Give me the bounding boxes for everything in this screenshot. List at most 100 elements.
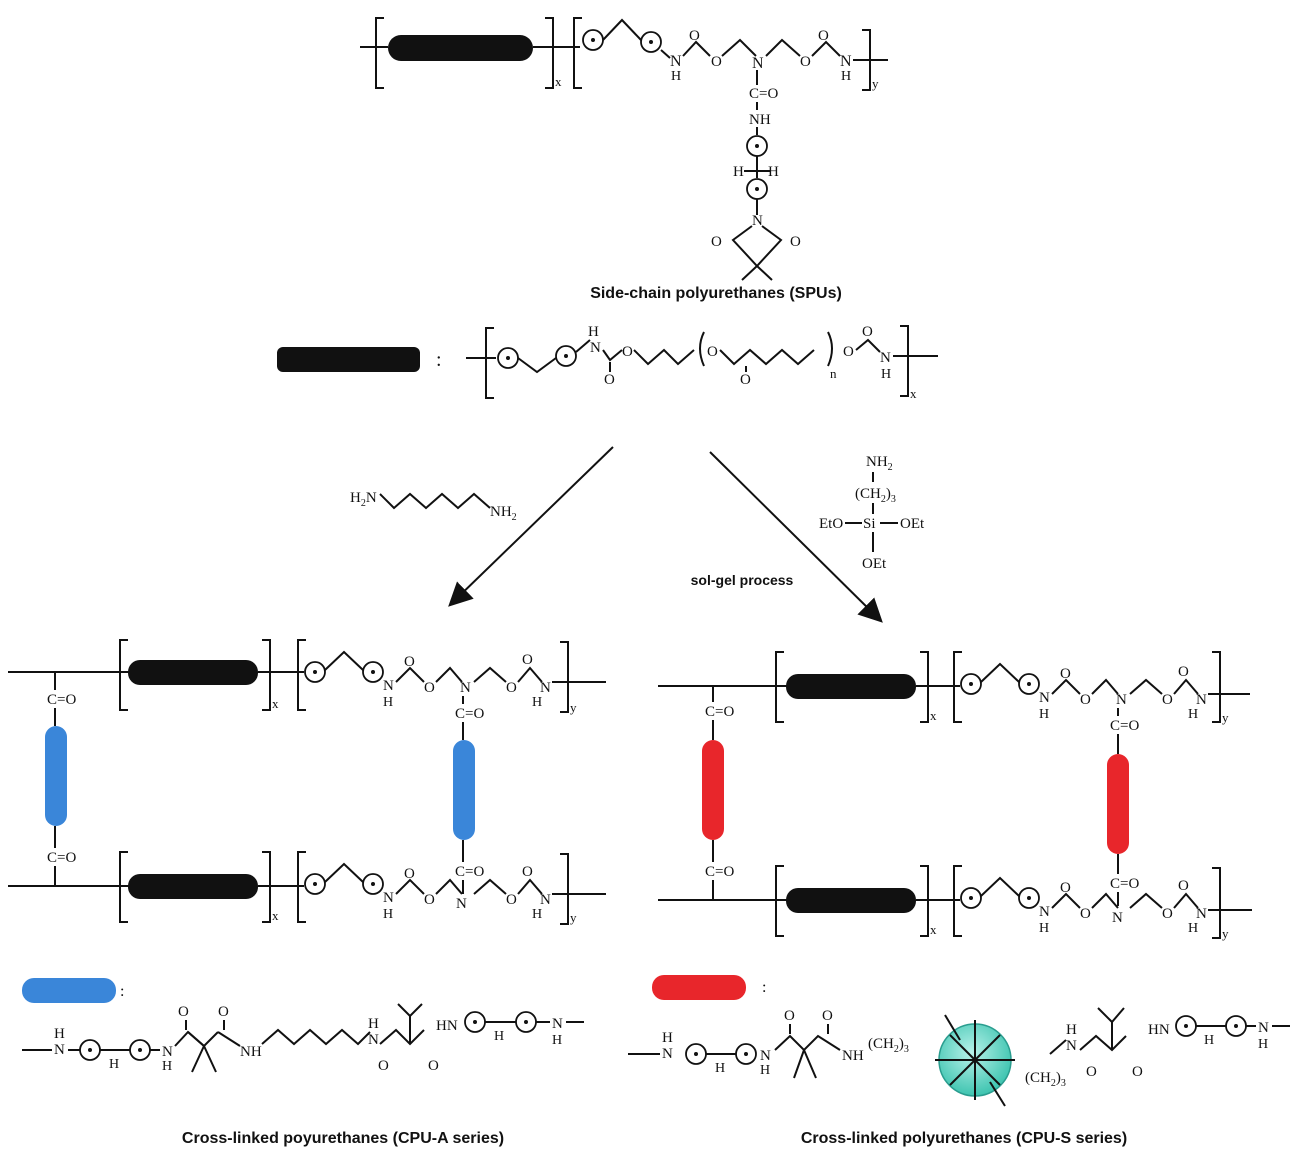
atom-o: O	[800, 54, 811, 70]
spu-caption: Side-chain polyurethanes (SPUs)	[590, 285, 842, 302]
atom-h: H	[494, 1029, 504, 1044]
atom-n: N	[590, 340, 601, 356]
atom-h: H	[733, 164, 744, 180]
atom-h: H	[552, 1033, 562, 1048]
svg-text:(CH2)3: (CH2)3	[1025, 1070, 1066, 1089]
atom-n: N	[1039, 904, 1050, 920]
silicon-label: Si	[863, 516, 876, 532]
arrow-to-cpu-s	[709, 451, 883, 623]
atom-o: O	[707, 344, 718, 360]
atom-n: N	[880, 350, 891, 366]
atom-o: O	[822, 1008, 833, 1024]
atom-h: H	[532, 907, 542, 922]
soft-segment-legend-block	[277, 347, 420, 372]
atom-nh: NH	[749, 112, 771, 128]
subscript-x: x	[930, 922, 937, 937]
atom-n: N	[1116, 692, 1127, 708]
subscript-y: y	[1222, 926, 1229, 941]
atom-h: H	[768, 164, 779, 180]
subscript-x: x	[555, 74, 562, 89]
atom-o: O	[1178, 664, 1189, 680]
atom-o: O	[506, 892, 517, 908]
atom-o: O	[740, 372, 751, 388]
svg-text:NH2: NH2	[490, 504, 517, 523]
svg-text:H2N: H2N	[350, 490, 377, 509]
atom-o: O	[404, 654, 415, 670]
subscript-n: n	[830, 366, 837, 381]
atom-o: O	[790, 234, 801, 250]
atom-o: O	[178, 1004, 189, 1020]
atom-o: O	[1060, 666, 1071, 682]
atom-h: H	[1188, 921, 1198, 936]
atom-o: O	[784, 1008, 795, 1024]
atom-n: N	[368, 1032, 379, 1048]
atom-n: N	[1258, 1020, 1269, 1036]
soft-segment-block	[388, 35, 533, 61]
carbonyl-label: C=O	[47, 692, 76, 708]
atom-h: H	[715, 1061, 725, 1076]
atom-o: O	[1162, 692, 1173, 708]
silica-cluster	[935, 1014, 1015, 1107]
subscript-x: x	[910, 386, 917, 401]
carbonyl-label: C=O	[455, 864, 484, 880]
atom-n: N	[456, 896, 467, 912]
subscript-x: x	[272, 908, 279, 923]
atom-n: N	[752, 55, 764, 72]
atom-h: H	[671, 69, 681, 84]
atom-o: O	[378, 1058, 389, 1074]
diamine-crosslink	[453, 740, 475, 840]
cpu-a-crosslinker-legend: : H N H N H O O NH H N O O HN H N H	[22, 978, 584, 1074]
soft-segment-block	[786, 888, 916, 913]
cpu-s-network: x N H O O N O O N H y C=O C=O C=O	[658, 651, 1252, 941]
atom-o: O	[1080, 692, 1091, 708]
carbonyl-label: C=O	[455, 706, 484, 722]
atom-h: H	[1188, 707, 1198, 722]
atom-o: O	[711, 54, 722, 70]
atom-h: H	[1204, 1033, 1214, 1048]
atom-nh: NH	[240, 1044, 262, 1060]
atom-n: N	[552, 1016, 563, 1032]
soft-segment-block	[786, 674, 916, 699]
atom-h: H	[162, 1059, 172, 1074]
atom-o: O	[1080, 906, 1091, 922]
carbonyl-label: C=O	[705, 864, 734, 880]
atom-h: H	[532, 695, 542, 710]
atom-o: O	[218, 1004, 229, 1020]
subscript-x: x	[930, 708, 937, 723]
carbonyl-label: C=O	[47, 850, 76, 866]
silane-crosslink	[1107, 754, 1129, 854]
atom-o: O	[522, 864, 533, 880]
atom-h: H	[383, 907, 393, 922]
atom-h: H	[383, 695, 393, 710]
aptes-reagent: NH2 (CH2)3 EtO Si OEt OEt	[819, 454, 925, 572]
atom-n: N	[840, 53, 852, 70]
svg-text:(CH2)3: (CH2)3	[855, 486, 896, 505]
atom-o: O	[689, 28, 700, 44]
atom-o: O	[818, 28, 829, 44]
ethoxy-label: OEt	[862, 556, 887, 572]
atom-h: H	[841, 69, 851, 84]
atom-o: O	[843, 344, 854, 360]
atom-n: N	[383, 890, 394, 906]
atom-h: H	[881, 367, 891, 382]
atom-n: N	[383, 678, 394, 694]
atom-n: N	[670, 53, 682, 70]
atom-n: N	[1066, 1038, 1077, 1054]
subscript-x: x	[272, 696, 279, 711]
colon: :	[762, 979, 766, 996]
carbonyl-label: C=O	[1110, 876, 1139, 892]
cpu-s-caption: Cross-linked polyurethanes (CPU-S series…	[801, 1130, 1127, 1147]
atom-o: O	[622, 344, 633, 360]
svg-text:NH2: NH2	[866, 454, 893, 473]
subscript-y: y	[570, 910, 577, 925]
atom-n: N	[540, 892, 551, 908]
silane-legend-block	[652, 975, 746, 1000]
cpu-a-network: x N H O O N O O N H y C=O C=O C=O	[8, 639, 606, 925]
atom-o: O	[862, 324, 873, 340]
process-label: sol-gel process	[691, 572, 794, 588]
colon: :	[436, 349, 442, 371]
atom-o: O	[1086, 1064, 1097, 1080]
atom-n: N	[460, 680, 471, 696]
subscript-y: y	[1222, 710, 1229, 725]
atom-hn: HN	[1148, 1022, 1170, 1038]
